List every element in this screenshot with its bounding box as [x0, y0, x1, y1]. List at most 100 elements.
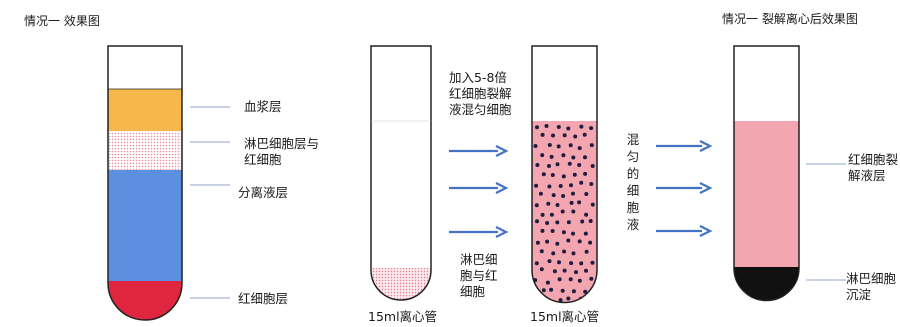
cell-dot — [583, 171, 588, 176]
cell-dot — [579, 124, 584, 129]
title-left: 情况一 效果图 — [24, 14, 100, 28]
cell-dot — [556, 144, 561, 149]
cell-dot — [540, 153, 545, 158]
cell-dot — [569, 261, 574, 266]
cell-dot — [588, 219, 593, 223]
pellet-label-line1: 淋巴细胞 — [846, 271, 897, 286]
cell-dot — [571, 209, 576, 214]
arrow-icon — [656, 182, 713, 194]
cell-dot — [551, 133, 555, 138]
mixed-label-char: 液 — [626, 217, 640, 232]
cell-dot — [560, 288, 565, 293]
cell-dot — [568, 277, 573, 282]
cell-dot — [535, 163, 540, 167]
cell-dot — [534, 261, 539, 266]
cell-dot — [572, 172, 577, 177]
cell-dot — [577, 146, 582, 151]
cell-dot — [541, 172, 546, 177]
cell-dot — [569, 200, 574, 205]
cell-dot — [561, 174, 566, 179]
cell-dot — [547, 184, 552, 189]
mixed-label-char: 细 — [626, 183, 640, 198]
cell-dot — [555, 220, 560, 225]
mixed-label-char: 胞 — [626, 200, 640, 215]
step-label-line1: 加入5-8倍 — [449, 70, 507, 85]
cell-dot — [557, 277, 562, 282]
cell-dot — [566, 220, 571, 225]
cell-dot — [583, 231, 588, 236]
cell-dot — [535, 219, 539, 224]
sediment-label-line1: 淋巴细 — [460, 252, 498, 267]
cell-dot — [534, 203, 539, 208]
sediment-label-line2: 胞与红 — [460, 268, 498, 283]
lysate-label-line2: 解液层 — [848, 168, 886, 183]
cell-dot — [561, 230, 566, 235]
cell-dot — [571, 155, 576, 160]
cell-dot — [590, 202, 595, 207]
arrow-icon — [449, 226, 509, 238]
cell-dot — [540, 132, 545, 137]
cell-dot — [551, 251, 556, 256]
cell-dot — [558, 184, 563, 188]
cell-dot — [589, 182, 594, 186]
cell-dot — [577, 239, 582, 244]
cell-dot — [584, 249, 589, 254]
arrow-icon — [449, 145, 509, 157]
cell-dot — [589, 143, 594, 148]
cell-dot — [546, 201, 551, 206]
tube-3-outline — [531, 45, 598, 304]
cell-dot — [584, 192, 589, 196]
cell-dot — [547, 164, 551, 168]
cell-dot — [566, 296, 571, 301]
label-separation: 分离液层 — [238, 185, 289, 200]
cell-dot — [562, 133, 567, 138]
cell-dot — [571, 289, 576, 294]
cell-dot — [557, 260, 561, 265]
sediment-label-line3: 细胞 — [460, 284, 486, 299]
cell-dot — [567, 161, 572, 166]
cell-dot — [573, 134, 578, 139]
tube-3-caption: 15ml离心管 — [530, 309, 600, 324]
step-label-line3: 液混匀细胞 — [449, 102, 512, 117]
cell-dot — [577, 163, 582, 167]
title-right: 情况一 裂解离心后效果图 — [722, 12, 858, 26]
cell-dot — [540, 212, 545, 217]
lymphocyte-layer — [108, 131, 182, 170]
cell-dot — [589, 126, 594, 131]
cell-dot — [549, 212, 554, 217]
cell-dot — [579, 261, 584, 266]
cell-dot — [552, 269, 557, 274]
cell-dot — [589, 297, 594, 302]
cell-dot — [580, 219, 585, 224]
cell-dot — [547, 143, 552, 147]
lysate-label-line1: 红细胞裂 — [848, 152, 899, 167]
sediment-layer — [371, 268, 431, 300]
cell-dot — [583, 289, 588, 294]
pellet-label-line2: 沉淀 — [846, 287, 872, 302]
cell-dot — [571, 251, 576, 256]
cell-dot — [560, 209, 565, 214]
mixed-label-char: 混 — [626, 132, 640, 147]
cell-dot — [574, 270, 578, 275]
label-plasma: 血浆层 — [244, 99, 282, 114]
arrow-icon — [656, 225, 713, 237]
mixed-label-char: 匀 — [626, 149, 640, 164]
cell-dot — [561, 194, 566, 198]
cell-dot — [535, 240, 540, 245]
cell-dot — [545, 221, 550, 225]
tube-1 — [108, 89, 182, 320]
cell-dot — [544, 124, 549, 128]
cell-dot — [579, 180, 584, 185]
cell-dot — [545, 239, 550, 244]
cell-dot — [547, 259, 552, 264]
plasma-layer — [108, 89, 182, 131]
cell-dot — [549, 287, 554, 292]
cell-dot — [534, 183, 539, 188]
cell-dot — [555, 241, 560, 246]
cell-dot — [551, 193, 556, 198]
cell-dot — [562, 249, 567, 254]
cell-dot — [571, 191, 575, 196]
label-lymphocyte-line1: 淋巴细胞层与 — [244, 136, 320, 151]
mixed-label-char: 的 — [626, 166, 640, 181]
